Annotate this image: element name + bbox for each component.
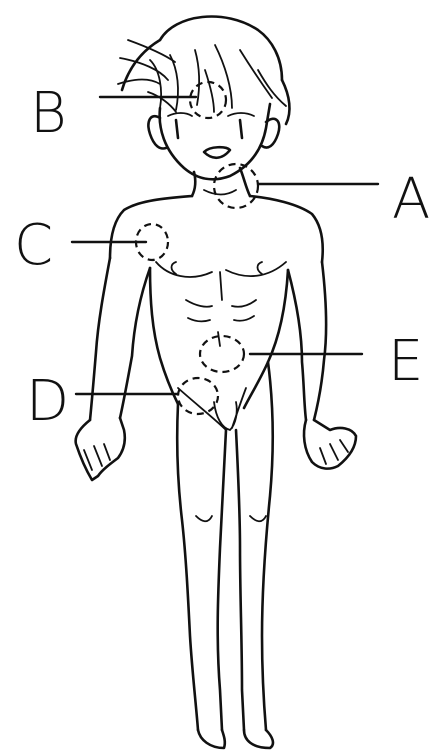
- right-nipple-icon: [256, 261, 263, 275]
- right-arm: [286, 260, 358, 470]
- marker-b-circle: [188, 80, 228, 120]
- leader-lines: [70, 95, 380, 396]
- left-eye-icon: [174, 118, 180, 140]
- marker-e-circle: [198, 334, 246, 374]
- marker-circles: [134, 80, 260, 416]
- legs: [175, 360, 275, 750]
- mouth-icon: [202, 145, 232, 160]
- label-b: B: [30, 81, 67, 146]
- hair: [117, 15, 291, 126]
- marker-d-circle: [176, 376, 220, 416]
- marker-a-circle: [212, 162, 260, 210]
- right-eye-icon: [238, 118, 244, 140]
- head: [147, 102, 281, 181]
- left-nipple-icon: [170, 261, 177, 275]
- letter-labels: B A C E D: [14, 81, 430, 434]
- label-d: D: [26, 369, 69, 434]
- label-e: E: [388, 329, 423, 394]
- label-c: C: [14, 213, 53, 278]
- left-arm: [74, 256, 152, 482]
- label-a: A: [392, 167, 430, 232]
